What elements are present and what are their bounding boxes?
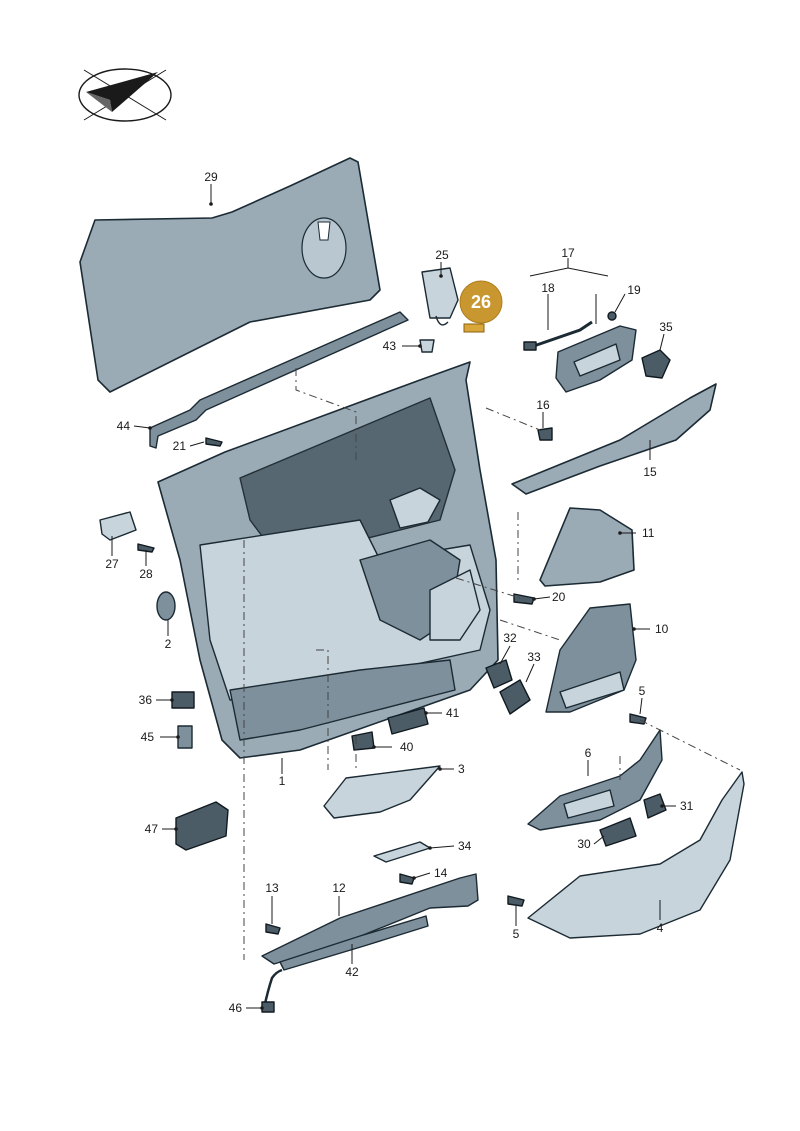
part-47-module	[175, 801, 229, 851]
part-32-switch	[485, 659, 513, 689]
part-4-lower-trim	[527, 771, 745, 939]
label-14: 14	[434, 866, 448, 880]
label-21: 21	[173, 439, 187, 453]
part-17-handle-frame	[555, 325, 637, 393]
label-15: 15	[643, 465, 657, 479]
part-16-clip	[537, 427, 553, 441]
label-42: 42	[345, 965, 359, 979]
label-4: 4	[657, 921, 664, 935]
assembly-lines	[243, 368, 741, 960]
leader-lines	[111, 184, 676, 1009]
part-labels: 29 25 17 18 19 35 43 44 21 16 15 11 27 2…	[105, 170, 693, 1015]
part-2-speaker	[156, 591, 176, 621]
label-1: 1	[279, 774, 286, 788]
label-44: 44	[117, 419, 131, 433]
label-3: 3	[458, 762, 465, 776]
label-28: 28	[139, 567, 153, 581]
part-43-clip	[419, 339, 435, 353]
part-15-trim	[511, 383, 717, 495]
label-41: 41	[446, 706, 460, 720]
label-45: 45	[141, 730, 155, 744]
part-13-screw	[265, 923, 281, 935]
label-27: 27	[105, 557, 119, 571]
label-20: 20	[552, 590, 566, 604]
label-2: 2	[165, 637, 172, 651]
highlight-badge[interactable]: 26	[459, 280, 503, 324]
label-31: 31	[680, 799, 694, 813]
part-28-screw	[137, 543, 155, 553]
part-42-strip	[279, 915, 429, 971]
part-46-cable	[261, 968, 283, 1013]
part-33-switch	[499, 679, 531, 715]
part-35-switch	[641, 349, 671, 379]
part-1-door-panel	[157, 361, 499, 759]
part-44-strip	[149, 311, 409, 449]
label-34: 34	[458, 839, 472, 853]
label-43: 43	[383, 339, 397, 353]
label-19: 19	[627, 283, 641, 297]
label-12: 12	[332, 881, 346, 895]
label-30: 30	[577, 837, 591, 851]
part-14-screw	[399, 873, 415, 885]
part-27-bracket	[99, 511, 137, 541]
part-5-screw-lower	[507, 895, 525, 907]
label-18: 18	[541, 281, 555, 295]
label-46: 46	[229, 1001, 243, 1015]
part-34-clip	[373, 841, 431, 863]
part-5-screw-upper	[629, 713, 647, 725]
label-16: 16	[536, 398, 550, 412]
part-45-cover	[177, 725, 193, 749]
part-29-panel	[79, 157, 381, 393]
direction-logo-icon	[78, 68, 172, 122]
part-40-clip	[351, 731, 375, 751]
label-5-upper: 5	[639, 684, 646, 698]
leader-dots	[148, 202, 664, 1010]
part-3-pocket	[323, 765, 441, 819]
label-32: 32	[503, 631, 517, 645]
part-36-switch	[171, 691, 195, 709]
part-10-grille	[545, 603, 637, 713]
part-19-screw	[607, 311, 617, 321]
label-47: 47	[145, 822, 159, 836]
label-10: 10	[655, 622, 669, 636]
part-41-light	[387, 707, 429, 735]
part-26-screw	[463, 323, 485, 333]
part-21-screw	[205, 437, 223, 447]
label-6: 6	[585, 746, 592, 760]
part-30-switch	[599, 817, 637, 847]
highlight-badge-label: 26	[471, 292, 491, 312]
label-25: 25	[435, 248, 449, 262]
part-18-cable	[523, 320, 593, 351]
part-12-strip	[261, 873, 479, 965]
part-20-screw	[513, 593, 535, 605]
label-33: 33	[527, 650, 541, 664]
label-36: 36	[139, 693, 153, 707]
label-11: 11	[642, 526, 655, 540]
label-40: 40	[400, 740, 414, 754]
label-29: 29	[204, 170, 218, 184]
label-5-lower: 5	[513, 927, 520, 941]
part-25-bracket	[421, 267, 459, 326]
part-6-armrest-base	[527, 729, 663, 831]
part-11-cover	[539, 507, 635, 587]
label-35: 35	[659, 320, 673, 334]
label-13: 13	[265, 881, 279, 895]
part-31-switch	[643, 793, 667, 819]
label-17: 17	[561, 246, 575, 260]
